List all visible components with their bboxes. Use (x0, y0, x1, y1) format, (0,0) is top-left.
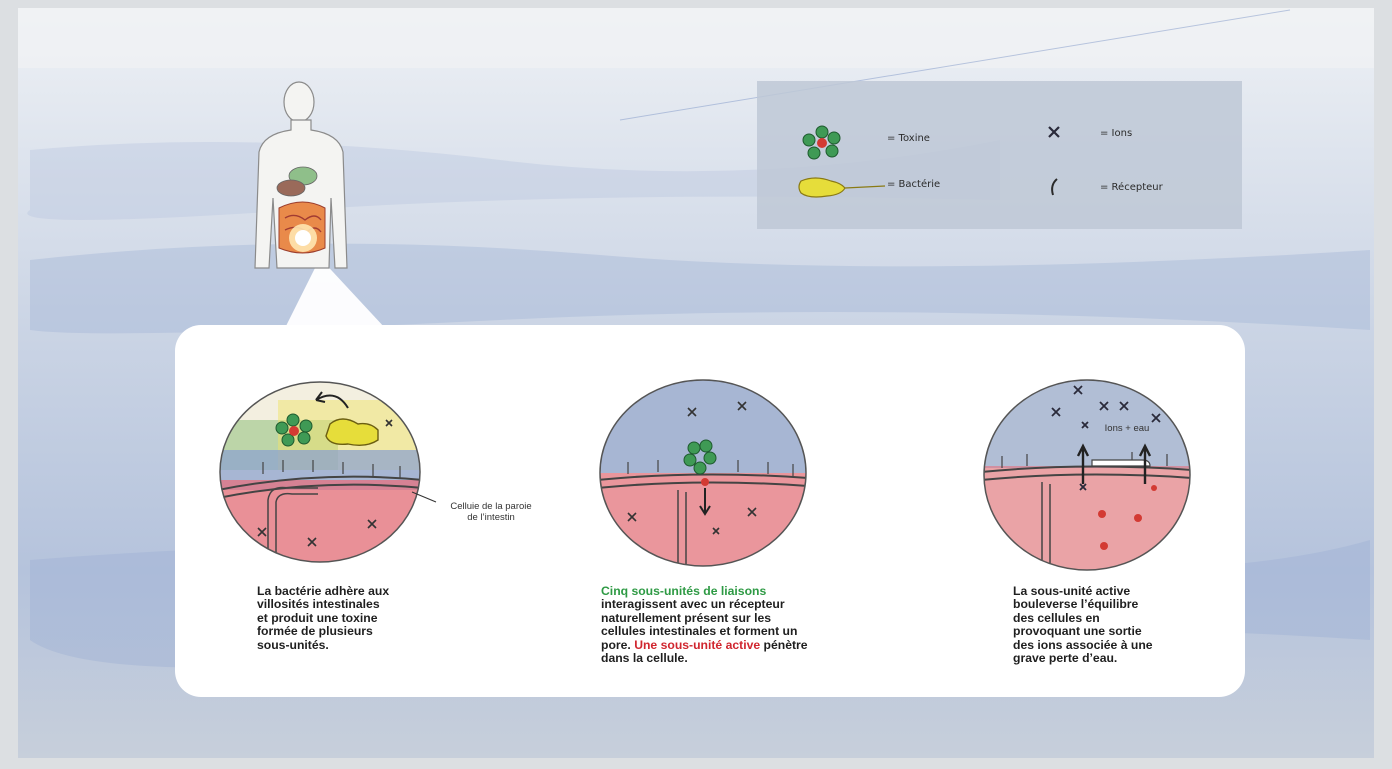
stage2-caption-line5: pore. Une sous-unité active pénètre (601, 639, 808, 652)
stage2-caption-line5-end: pénètre (760, 638, 807, 652)
legend-box: = Toxine = Bactérie = Ions = Récepteur (757, 81, 1242, 229)
stage3-caption-line1: La sous-unité active (1013, 585, 1153, 598)
stage2-caption-highlight-green: Cinq sous-unités de liaisons (601, 585, 808, 598)
stage2-caption-line4: cellules intestinales et forment un (601, 625, 808, 638)
stage1-caption-line3: et produit une toxine (257, 612, 389, 625)
stage1-caption-line1: La bactérie adhère aux (257, 585, 389, 598)
stage1-caption-line5: sous-unités. (257, 639, 389, 652)
stage3-caption-line5: des ions associée à une (1013, 639, 1153, 652)
stage2-caption-line2: interagissent avec un récepteur (601, 598, 808, 611)
ion-icon (1046, 124, 1062, 140)
stage1-caption: La bactérie adhère aux villosités intest… (257, 585, 389, 652)
legend-receptor-label: = Récepteur (1100, 182, 1163, 193)
stage2-caption-line5-start: pore. (601, 638, 634, 652)
stage3-caption-line3: des cellules en (1013, 612, 1153, 625)
stage3-caption-line2: bouleverse l’équilibre (1013, 598, 1153, 611)
stage2-caption-line6: dans la cellule. (601, 652, 808, 665)
stage1-annotation: Celluie de la paroie de l’intestin (436, 501, 546, 523)
bacteria-icon (795, 175, 887, 201)
stage2-caption: Cinq sous-unités de liaisons interagisse… (601, 585, 808, 665)
stage2-caption-highlight-red: Une sous-unité active (634, 638, 760, 652)
toxin-icon (799, 124, 845, 160)
stage1-annotation-line2: de l’intestin (436, 512, 546, 523)
stage3-caption-line6: grave perte d’eau. (1013, 652, 1153, 665)
legend-bacteria-label: = Bactérie (887, 179, 940, 190)
legend-ions-label: = Ions (1100, 128, 1132, 139)
human-body-figure (245, 78, 385, 328)
stage3-annotation: Ions + eau (1097, 423, 1157, 434)
stage1-caption-line4: formée de plusieurs (257, 625, 389, 638)
stage1-circle (218, 380, 423, 565)
stage2-circle (598, 378, 808, 568)
stage3-circle (982, 378, 1192, 573)
legend-toxin-label: = Toxine (887, 133, 930, 144)
receptor-icon (1048, 177, 1060, 197)
stage1-caption-line2: villosités intestinales (257, 598, 389, 611)
stage2-caption-line3: naturellement présent sur les (601, 612, 808, 625)
stage1-annotation-line1: Celluie de la paroie (436, 501, 546, 512)
stage3-caption: La sous-unité active bouleverse l’équili… (1013, 585, 1153, 665)
stage3-caption-line4: provoquant une sortie (1013, 625, 1153, 638)
